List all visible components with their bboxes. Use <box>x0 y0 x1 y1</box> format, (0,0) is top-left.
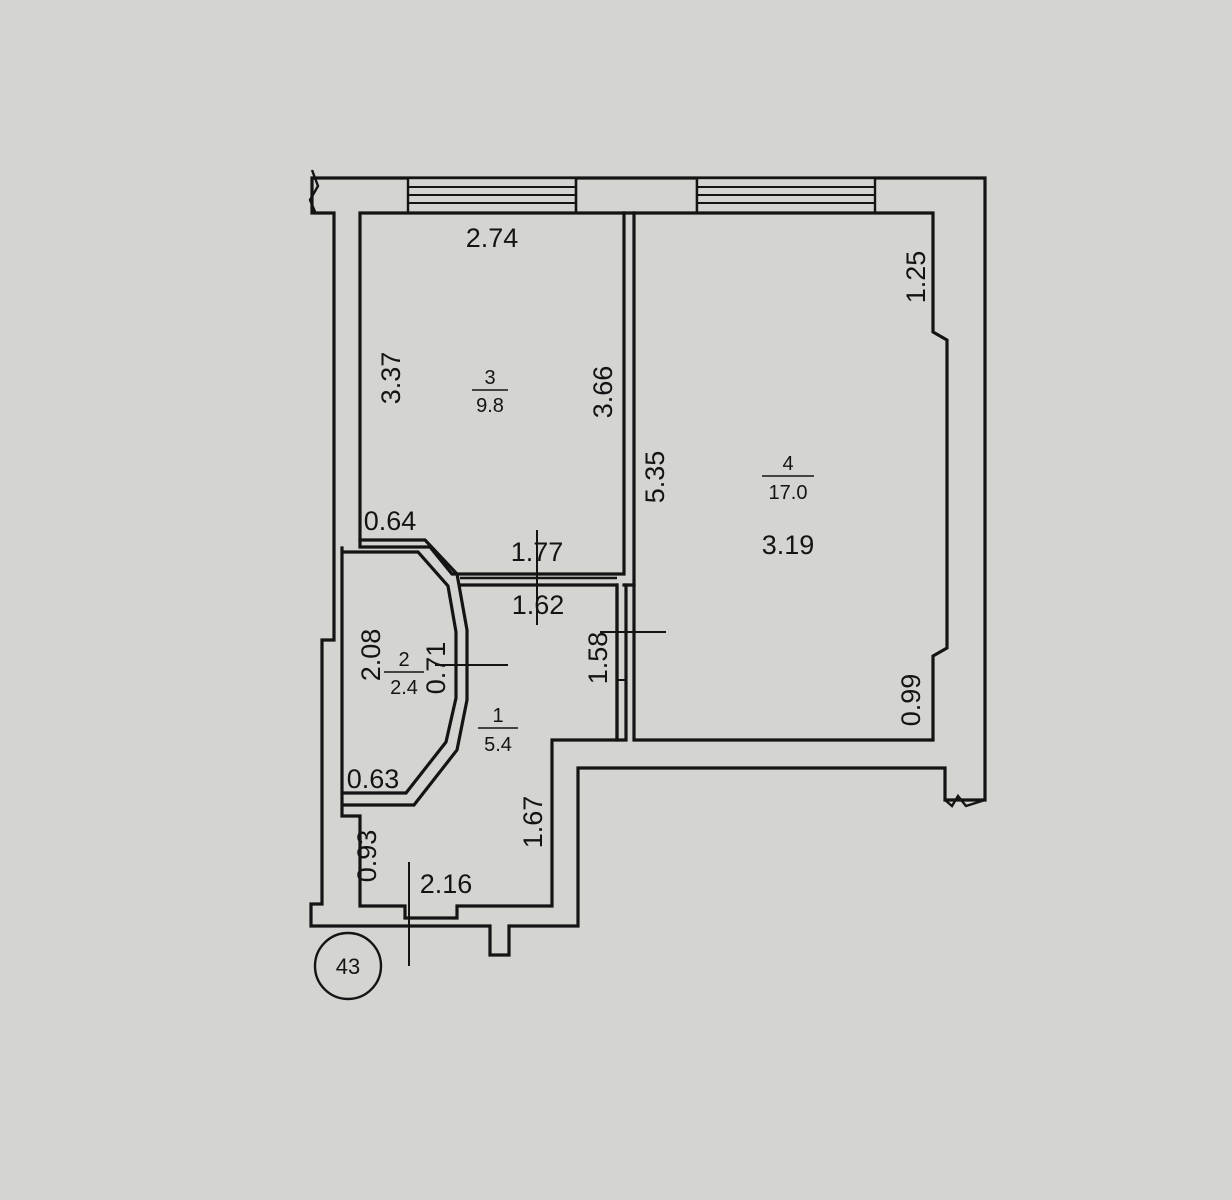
dimension-labels: 2.74 3.37 3.66 5.35 1.25 0.99 3.19 0.64 … <box>347 223 931 899</box>
room-4-area: 17.0 <box>769 482 808 504</box>
room-4-number: 4 <box>782 453 793 475</box>
dim-bath-bottom: 0.63 <box>347 764 400 794</box>
dim-room4-top-right: 1.25 <box>901 251 931 304</box>
exterior-walls <box>308 169 987 957</box>
sheet-number-badge: 43 <box>313 931 383 1001</box>
room-2-area: 2.4 <box>390 677 418 699</box>
outer-wall-contour <box>309 176 987 957</box>
dim-hall-right-lower: 1.67 <box>518 796 548 849</box>
sheet-number: 43 <box>336 954 360 979</box>
break-mark-left <box>308 169 320 215</box>
dim-room4-left: 5.35 <box>640 451 670 504</box>
room-label-1: 1 5.4 <box>478 705 518 756</box>
dim-entry-left: 0.93 <box>352 830 382 883</box>
dim-hall-top: 1.77 <box>511 537 564 567</box>
interior-walls <box>340 211 949 966</box>
room-1-number: 1 <box>492 705 503 727</box>
window-middle-pier <box>574 176 699 215</box>
dim-hall-right: 1.58 <box>583 632 613 685</box>
dim-entry-bottom: 2.16 <box>420 869 473 899</box>
window-right <box>695 176 877 215</box>
dim-bath-left: 2.08 <box>356 629 386 682</box>
dim-room3-top: 2.74 <box>466 223 519 253</box>
dim-hall-mid: 1.62 <box>512 590 565 620</box>
room-4-contour <box>632 211 949 742</box>
room-label-3: 3 9.8 <box>472 367 508 417</box>
hall-contour <box>340 546 619 920</box>
dim-bath-top-left: 0.64 <box>364 506 417 536</box>
dim-room4-width: 3.19 <box>762 530 815 560</box>
room-label-2: 2 2.4 <box>384 649 424 699</box>
room-3-area: 9.8 <box>476 395 504 417</box>
window-left <box>406 176 578 215</box>
dim-room3-left: 3.37 <box>376 352 406 405</box>
room-2-number: 2 <box>398 649 409 671</box>
dim-bath-diag: 0.71 <box>421 642 451 695</box>
dim-room4-bottom-right: 0.99 <box>896 674 926 727</box>
room-label-4: 4 17.0 <box>762 453 814 504</box>
room-1-area: 5.4 <box>484 734 512 756</box>
dim-room3-right: 3.66 <box>588 366 618 419</box>
break-mark-bottom-right <box>944 793 986 808</box>
partition-3-4 <box>622 211 636 587</box>
room-3-number: 3 <box>484 367 495 389</box>
